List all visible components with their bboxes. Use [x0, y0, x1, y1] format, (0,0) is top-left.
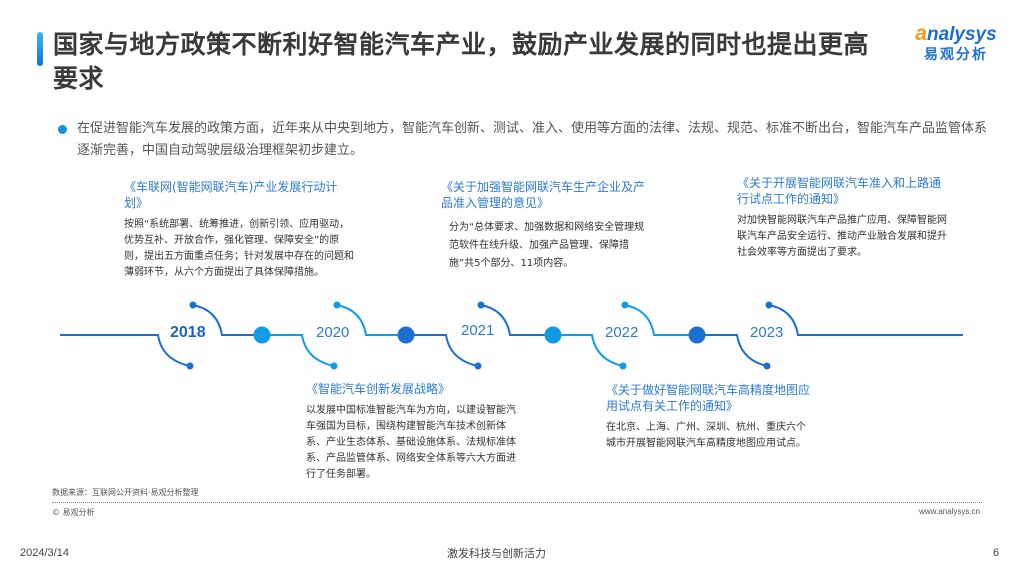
policy-card-2020: 《智能汽车创新发展战略》 以发展中国标准智能汽车为方向，以建设智能汽车强国为目标… [306, 381, 516, 483]
page-title: 国家与地方政策不断利好智能汽车产业，鼓励产业发展的同时也提出更高要求 [53, 30, 870, 93]
policy-card-2023: 《关于开展智能网联汽车准入和上路通行试点工作的通知》 对加快智能网联汽车产品推广… [737, 175, 947, 261]
policy-description: 对加快智能网联汽车产品推广应用、保障智能网联汽车产品安全运行、推动产业融合发展和… [737, 215, 947, 258]
policy-description: 分为“总体要求、加强数据和网络安全管理规范软件在线升级、加强产品管理、保障措施”… [449, 222, 645, 269]
analysys-logo: analysys 易观分析 [906, 22, 1006, 65]
policy-description: 按照“系统部署、统筹推进，创新引领、应用驱动，优势互补、开放合作，强化管理、保障… [124, 219, 354, 278]
bullet-icon [58, 125, 67, 134]
page-number: 6 [993, 547, 1000, 559]
footer-divider [52, 502, 982, 503]
policy-card-2021: 《关于加强智能网联汽车生产企业及产品准入管理的意见》 分为“总体要求、加强数据和… [441, 179, 646, 273]
policy-title: 《关于加强智能网联汽车生产企业及产品准入管理的意见》 [441, 180, 646, 210]
year-label-2018: 2018 [170, 324, 206, 341]
policy-description: 在北京、上海、广州、深圳、杭州、重庆六个城市开展智能网联汽车高精度地图应用试点。 [606, 422, 806, 449]
year-label-2022: 2022 [605, 324, 639, 341]
policy-card-2022: 《关于做好智能网联汽车高精度地图应用试点有关工作的通知》 在北京、上海、广州、深… [606, 382, 811, 452]
year-label-2023: 2023 [750, 324, 784, 341]
policy-title: 《车联网(智能网联汽车)产业发展行动计划》 [124, 180, 338, 210]
policy-title: 《智能汽车创新发展战略》 [306, 382, 451, 396]
year-label-2021: 2021 [461, 322, 495, 339]
policy-description: 以发展中国标准智能汽车为方向，以建设智能汽车强国为目标，围绕构建智能汽车技术创新… [306, 405, 516, 480]
slide-date: 2024/3/14 [20, 547, 69, 559]
logo-wordmark: analysys [915, 22, 997, 45]
policy-title: 《关于做好智能网联汽车高精度地图应用试点有关工作的通知》 [606, 383, 811, 413]
timeline-graphic [60, 301, 963, 370]
policy-title: 《关于开展智能网联汽车准入和上路通行试点工作的通知》 [737, 176, 942, 206]
data-source: 数据来源：互联网公开资料·易观分析整理 [52, 488, 199, 497]
website-link[interactable]: www.analysys.cn [919, 507, 980, 516]
slide-slogan: 激发科技与创新活力 [447, 547, 546, 560]
copyright: © 易观分析 [52, 508, 95, 517]
intro-paragraph: 在促进智能汽车发展的政策方面，近年来从中央到地方，智能汽车创新、测试、准入、使用… [77, 121, 988, 158]
title-accent-bar [37, 32, 43, 66]
year-label-2020: 2020 [316, 324, 350, 341]
logo-chinese: 易观分析 [924, 47, 988, 63]
policy-card-2018: 《车联网(智能网联汽车)产业发展行动计划》 按照“系统部署、统筹推进，创新引领、… [124, 179, 354, 281]
